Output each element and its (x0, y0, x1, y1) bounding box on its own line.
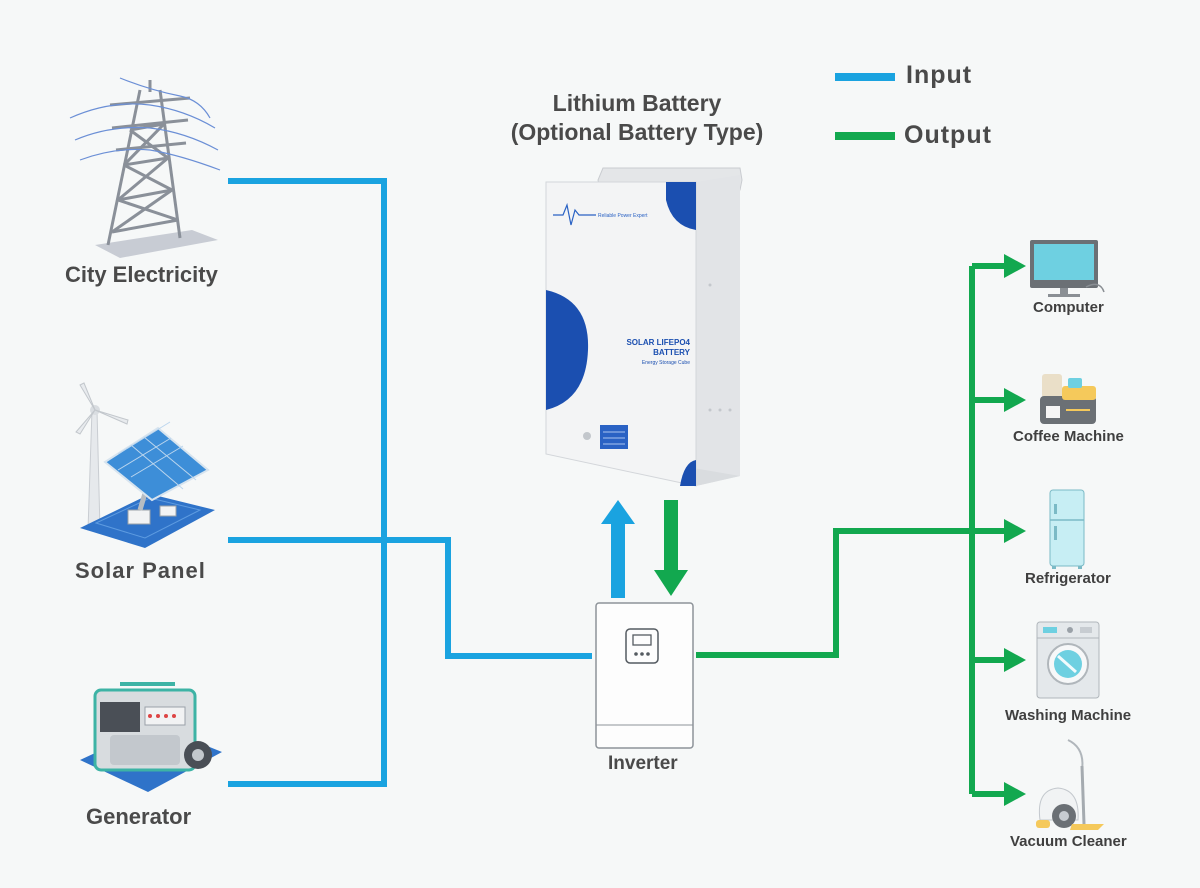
battery-title-line1: Lithium Battery (552, 90, 722, 116)
inverter-icon (595, 602, 694, 749)
battery-lcd-display (600, 425, 628, 449)
source-label-city: City Electricity (65, 262, 218, 287)
battery-icon: Reliable Power Expert SOLAR LIFEPO4 BATT… (545, 167, 743, 487)
washing-machine-icon (1036, 621, 1100, 699)
input-line-solar (228, 537, 592, 659)
power-tower-icon (69, 77, 221, 258)
device-label-computer: Computer (1033, 299, 1104, 316)
coffee-machine-icon (1040, 374, 1096, 424)
device-label-fridge: Refrigerator (1025, 570, 1111, 587)
vacuum-cleaner-icon (1036, 739, 1104, 830)
device-label-coffee: Coffee Machine (1013, 428, 1124, 445)
wind-turbine-icon (75, 382, 129, 531)
input-lines (228, 178, 592, 787)
legend-input-swatch (835, 73, 895, 81)
device-label-vacuum: Vacuum Cleaner (1010, 833, 1127, 850)
battery-title: Lithium Battery (Optional Battery Type) (477, 89, 797, 147)
battery-name-line2: BATTERY (653, 348, 691, 357)
battery-brand: Reliable Power Expert (598, 213, 648, 219)
charge-arrow-up (601, 500, 635, 598)
legend-output-label: Output (904, 121, 992, 149)
computer-icon (1030, 240, 1105, 297)
inverter-label: Inverter (608, 753, 678, 774)
battery-name-line1: SOLAR LIFEPO4 (626, 338, 690, 347)
discharge-arrow-down (654, 500, 688, 596)
device-label-washer: Washing Machine (1005, 707, 1132, 724)
source-label-solar: Solar Panel (75, 558, 206, 583)
generator-icon (80, 682, 222, 792)
source-label-generator: Generator (86, 804, 192, 829)
legend-output-swatch (835, 132, 895, 140)
output-line-inverter (696, 528, 972, 658)
input-line-city (228, 178, 387, 787)
battery-subtitle: Energy Storage Cube (642, 360, 690, 366)
output-branches (972, 254, 1026, 806)
battery-power-button (583, 432, 591, 440)
inverter-display (625, 628, 659, 664)
solar-panel-icon (80, 421, 215, 548)
refrigerator-icon (1049, 489, 1085, 569)
battery-title-line2: (Optional Battery Type) (510, 119, 764, 145)
legend-input-label: Input (906, 61, 973, 89)
